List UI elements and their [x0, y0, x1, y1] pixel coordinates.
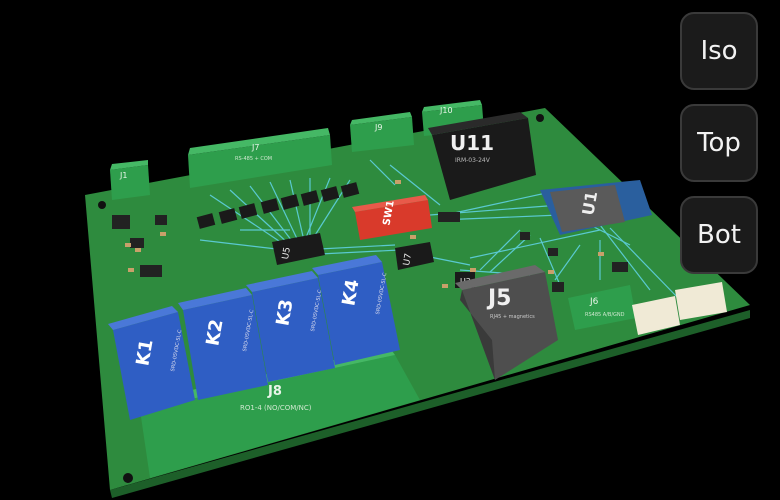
switch-sw1: SW1: [352, 195, 432, 240]
connector-j7: J7 RS-485 + COM: [188, 128, 332, 188]
relay-k4[interactable]: K4 SRD-05VDC-SL-C: [312, 255, 400, 365]
svg-text:U7: U7: [402, 253, 414, 267]
resistor-row: [196, 182, 360, 229]
svg-text:J5: J5: [486, 286, 512, 311]
connector-j5-rj45: J5 RJ45 + magnetics: [455, 265, 558, 380]
svg-text:K4: K4: [338, 278, 363, 308]
svg-text:K2: K2: [202, 318, 227, 348]
connector-j6: J6 RS485 A/B/GND: [568, 285, 636, 330]
relay-k3[interactable]: K3 SRD-05VDC-SL-C: [246, 271, 335, 382]
svg-text:U11: U11: [450, 131, 494, 155]
relay-k2[interactable]: K2 SRD-05VDC-SL-C: [178, 288, 268, 400]
svg-text:J10: J10: [439, 106, 453, 115]
svg-text:RJ45 + magnetics: RJ45 + magnetics: [490, 314, 535, 320]
connector-j1: J1: [110, 160, 150, 200]
svg-text:J8: J8: [267, 384, 282, 399]
svg-text:J6: J6: [589, 297, 599, 307]
copper-traces: [199, 159, 681, 301]
svg-text:J9: J9: [374, 123, 382, 132]
svg-text:SW1: SW1: [382, 200, 397, 227]
ic-u7: U7: [395, 242, 434, 270]
view-iso-button[interactable]: Iso: [680, 12, 758, 90]
svg-text:J1: J1: [119, 171, 127, 180]
svg-text:K1: K1: [132, 338, 157, 368]
svg-text:U1: U1: [578, 190, 601, 217]
relay-k1[interactable]: K1 SRD-05VDC-SL-C: [108, 306, 195, 420]
view-top-button[interactable]: Top: [680, 104, 758, 182]
white-connectors: [632, 282, 727, 335]
svg-text:IRM-03-24V: IRM-03-24V: [455, 157, 491, 164]
view-bottom-button[interactable]: Bot: [680, 196, 758, 274]
svg-text:RO1-4 (NO/COM/NC): RO1-4 (NO/COM/NC): [240, 404, 312, 412]
svg-text:RS-485 + COM: RS-485 + COM: [235, 156, 272, 162]
svg-text:RS485 A/B/GND: RS485 A/B/GND: [585, 312, 625, 318]
svg-text:J7: J7: [251, 143, 259, 152]
ic-u5: U5: [272, 233, 325, 265]
svg-text:K3: K3: [272, 298, 297, 328]
capacitors: [125, 180, 604, 288]
connector-j9: J9: [350, 112, 414, 152]
power-module-u11: U11 IRM-03-24V: [428, 112, 536, 200]
smd-parts: [112, 212, 628, 292]
svg-text:U5: U5: [281, 246, 293, 260]
module-u1: U1: [540, 180, 652, 235]
